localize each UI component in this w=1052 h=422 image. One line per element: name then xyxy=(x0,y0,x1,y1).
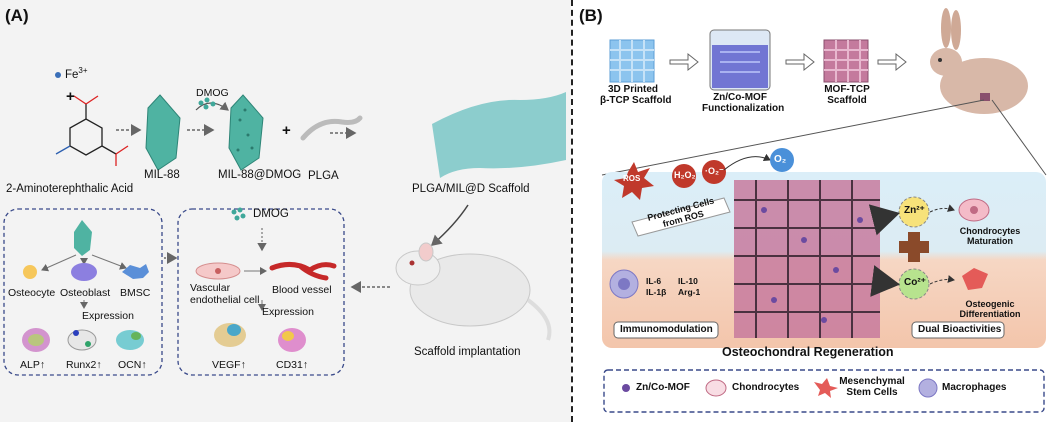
immunomodulation-label: Immunomodulation xyxy=(620,324,713,335)
co-label: Co²⁺ xyxy=(904,277,926,288)
scaffold-label: PLGA/MIL@D Scaffold xyxy=(412,183,530,195)
bmsc-cell xyxy=(122,264,149,279)
protect-banner xyxy=(631,197,731,237)
zoom-line-right xyxy=(991,99,1047,176)
arrow-step-2 xyxy=(785,52,815,72)
dual-bioactivities-label: Dual Bioactivities xyxy=(918,324,1002,335)
ros-burst xyxy=(614,162,654,200)
cd31-label: CD31↑ xyxy=(276,359,309,371)
osteocyte-cell xyxy=(23,265,37,279)
legend-mof-label: Zn/Co-MOF xyxy=(636,382,690,393)
legend-macrophages-label: Macrophages xyxy=(942,382,1007,393)
panel-a-graphics xyxy=(3,72,566,376)
runx2-protein-structure xyxy=(67,329,97,351)
panel-b-label: (B) xyxy=(579,6,603,25)
arrow-step-3 xyxy=(877,52,907,72)
mil88-crystal xyxy=(145,94,181,171)
plga-strand xyxy=(300,115,363,141)
o2-circle xyxy=(770,148,794,172)
aminoterephthalic-acid-structure xyxy=(55,95,129,166)
immuno-box xyxy=(613,321,719,339)
mof-scaffold-block xyxy=(734,180,880,338)
plga-label: PLGA xyxy=(308,170,339,182)
arrow-step-1 xyxy=(669,52,699,72)
osteochondral-regeneration-label: Osteochondral Regeneration xyxy=(722,345,894,359)
osteocyte-label: Osteocyte xyxy=(8,287,56,299)
mil88-small-crystal xyxy=(74,220,92,256)
blood-vessel xyxy=(269,262,337,281)
arrow-scaffold-to-rat xyxy=(430,204,469,246)
ocn-protein-structure xyxy=(116,330,144,350)
legend-chondrocytes-label: Chondrocytes xyxy=(732,382,800,393)
expression-label-left: Expression xyxy=(82,310,134,322)
mil88-label: MIL-88 xyxy=(144,169,180,181)
osteoblast-red-cell xyxy=(962,268,988,290)
legend-mof-icon xyxy=(622,384,630,392)
angio-dashed-box xyxy=(177,208,345,376)
h2o2-circle xyxy=(672,164,696,188)
dual-box xyxy=(911,321,1005,339)
expression-label-middle: Expression xyxy=(262,306,314,318)
legend-msc-icon xyxy=(814,378,838,398)
panel-b-graphics xyxy=(601,8,1047,413)
arrow-to-o2 xyxy=(723,153,771,171)
bmsc-label: BMSC xyxy=(120,287,151,299)
plga-scaffold-mesh xyxy=(432,92,566,178)
o2-label: O₂ xyxy=(774,154,787,165)
plus-sign-1: + xyxy=(66,88,75,105)
osteoblast-label: Osteoblast xyxy=(60,287,111,299)
fe-ion-label: Fe3+ xyxy=(65,66,88,81)
h2o2-label: H₂O₂ xyxy=(674,170,696,180)
legend-macrophage-icon xyxy=(918,378,938,398)
mil88-dmog-crystal xyxy=(228,94,264,171)
superoxide-label: ·O₂⁻ xyxy=(705,166,724,176)
mil88-dmog-dots xyxy=(236,108,254,152)
implant-label: Scaffold implantation xyxy=(414,346,521,358)
dmog-dots-top xyxy=(198,97,216,110)
mof-tcp-scaffold-icon xyxy=(823,39,869,83)
osteoblast-cell xyxy=(71,263,97,281)
rat-illustration xyxy=(395,242,552,341)
aminoterephthalic-acid-label: 2-Aminoterephthalic Acid xyxy=(6,183,134,195)
ocn-label: OCN↑ xyxy=(118,359,147,371)
zoom-line-left xyxy=(601,99,985,176)
osteo-dashed-box xyxy=(3,208,163,376)
panel-a-label: (A) xyxy=(5,6,29,25)
dmog-dots-box xyxy=(231,207,246,221)
tcp-scaffold-icon xyxy=(609,39,655,83)
panel-a: (A) Fe3+ + O 2-Aminoterephthalic Acid DM… xyxy=(0,0,571,422)
legend-box xyxy=(603,369,1045,413)
fe-ion-dot xyxy=(55,72,61,78)
vegf-protein-structure xyxy=(214,323,246,347)
alp-label: ALP↑ xyxy=(20,359,46,371)
vegf-label: VEGF↑ xyxy=(212,359,246,371)
plus-bar-h xyxy=(899,241,929,253)
mil88-dmog-label: MIL-88@DMOG xyxy=(218,169,302,181)
ros-label: ROS xyxy=(623,174,641,183)
rabbit-illustration xyxy=(930,8,1028,114)
beaker-icon xyxy=(709,29,771,91)
plus-sign-2: + xyxy=(282,122,291,139)
dmog-top-label: DMOG xyxy=(196,87,229,99)
cd31-protein-structure xyxy=(278,328,306,352)
zn-label: Zn²⁺ xyxy=(904,205,925,216)
panel-divider xyxy=(571,0,576,422)
dmog-box-label: DMOG xyxy=(253,208,289,220)
alp-protein-structure xyxy=(22,328,50,352)
runx2-label: Runx2↑ xyxy=(66,359,102,371)
blood-vessel-label: Blood vessel xyxy=(272,284,332,296)
superoxide-circle xyxy=(702,160,726,184)
legend-chondrocyte-icon xyxy=(705,379,727,397)
